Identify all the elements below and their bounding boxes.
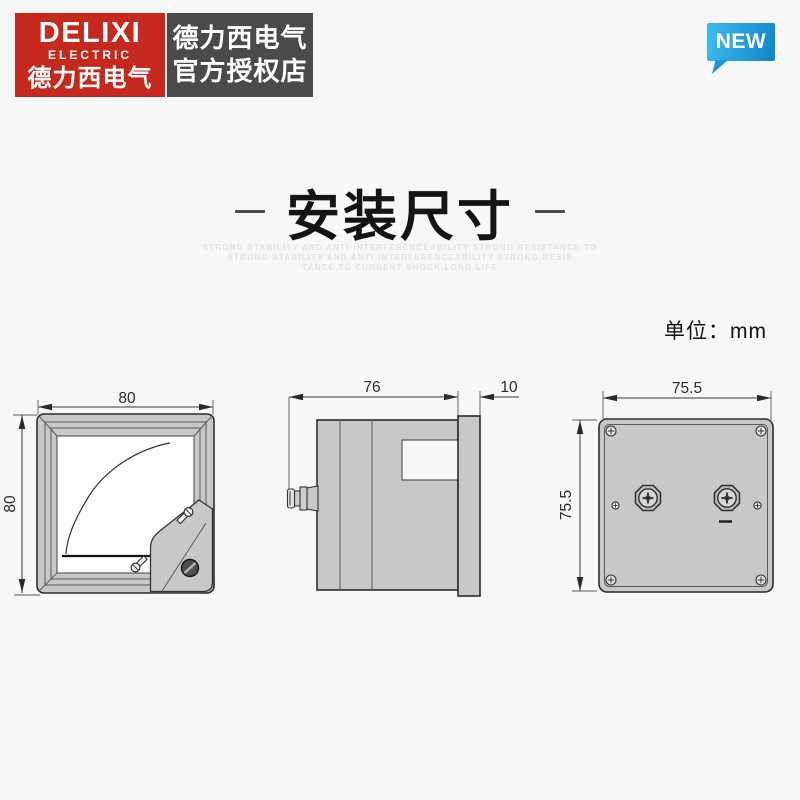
front-height-label: 80 [2, 495, 19, 513]
side-notch [401, 439, 460, 481]
side-flange-label: 10 [500, 379, 518, 396]
side-depth-label: 76 [363, 379, 380, 396]
back-width-dimension: 75.5 [602, 380, 772, 420]
front-view-diagram: 80 80 [2, 390, 215, 596]
brand-name-en: DELIXI [38, 17, 142, 49]
meter-side-body [316, 415, 481, 597]
brand-logo: DELIXI ELECTRIC 德力西电气 [15, 13, 165, 97]
back-height-label: 75.5 [558, 490, 575, 520]
side-depth-dimension: 76 [288, 379, 459, 492]
back-height-dimension: 75.5 [558, 419, 597, 592]
unit-note: 单位：mm [664, 320, 767, 343]
watermark-line: TANCE TO CURRENT SHOCK LONG LIFE [302, 263, 498, 272]
store-badge-line1: 德力西电气 [172, 23, 308, 53]
page-title: 安装尺寸 [286, 187, 514, 247]
front-terminal-pin-upper [176, 507, 194, 525]
title-dash-right [535, 210, 565, 213]
back-view-diagram: 75.5 75.5 [558, 380, 774, 593]
side-terminal-screw [286, 485, 319, 512]
front-terminal-pin-lower [130, 555, 148, 573]
back-terminal-right [713, 484, 741, 512]
brand-name-cn: 德力西电气 [27, 65, 153, 92]
meter-scale-arc [65, 442, 171, 555]
page-title-row: 安装尺寸 [0, 172, 800, 251]
new-badge-label: NEW [715, 30, 767, 53]
store-badge-line2: 官方授权店 [172, 56, 308, 86]
meter-front-body [36, 413, 215, 594]
front-height-dimension: 80 [2, 414, 40, 596]
back-terminal-left [634, 484, 662, 512]
front-width-dimension: 80 [37, 390, 214, 415]
watermark-line: STRONG STABILITY AND ANTI-INTERFERENCEAB… [227, 253, 573, 262]
watermark: STRONG STABILITY AND ANTI-INTERFERENCEAB… [0, 243, 800, 273]
back-corner-screws [605, 425, 767, 586]
store-badge: 德力西电气 官方授权店 [167, 13, 313, 97]
side-view-diagram: 76 10 [286, 379, 519, 597]
back-side-screws [611, 501, 762, 510]
back-width-label: 75.5 [672, 380, 702, 397]
new-badge: NEW [707, 23, 775, 74]
meter-corner-piece [149, 499, 214, 593]
watermark-line: STRONG STABILITY AND ANTI-INTERFERENCEAB… [202, 243, 598, 252]
side-flange-dimension: 10 [479, 379, 519, 417]
title-dash-left [235, 210, 265, 213]
brand-sub-en: ELECTRIC [48, 48, 132, 62]
meter-back-body [598, 418, 774, 593]
side-front-flange [457, 415, 481, 597]
front-width-label: 80 [118, 390, 136, 407]
new-badge-tail [712, 60, 728, 74]
